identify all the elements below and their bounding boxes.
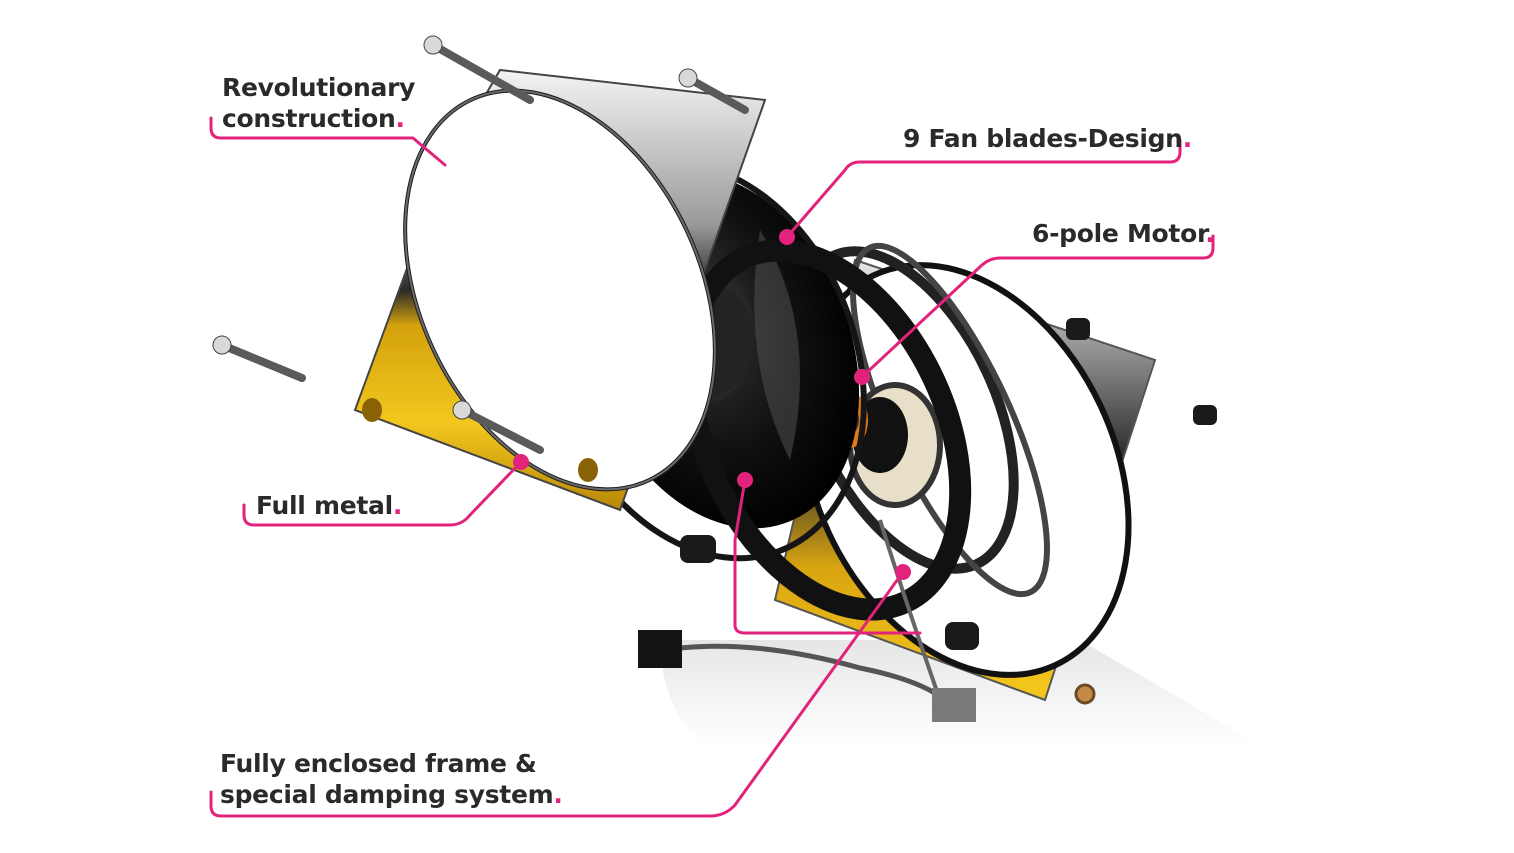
leader-revolutionary — [209, 116, 447, 167]
leader-fan-ring — [733, 478, 922, 635]
callout-revolutionary-construction: Revolutionary construction. — [222, 72, 415, 134]
damping-pads — [680, 318, 1217, 705]
callout-lines — [209, 116, 1215, 818]
callout-dots — [513, 229, 911, 580]
callout-motor-line: 6-pole Motor. — [1032, 219, 1215, 248]
callout-metal-line: Full metal. — [256, 491, 403, 520]
callout-frame-line-2: special damping system. — [220, 780, 563, 809]
callout-enclosed-frame: Fully enclosed frame & special damping s… — [220, 748, 563, 810]
callout-fan-blades: 9 Fan blades-Design. — [903, 123, 1192, 154]
fan-cable — [638, 519, 976, 722]
callout-frame-line-1: Fully enclosed frame & — [220, 749, 537, 778]
callout-revolutionary-line-2: construction. — [222, 104, 405, 133]
callout-blades-line: 9 Fan blades-Design. — [903, 124, 1192, 153]
callout-full-metal: Full metal. — [256, 490, 402, 521]
leader-frame — [209, 570, 905, 818]
screws — [212, 35, 749, 454]
callout-motor: 6-pole Motor. — [1032, 218, 1215, 249]
leader-metal — [242, 460, 523, 527]
callout-revolutionary-line-1: Revolutionary — [222, 73, 416, 102]
front-frame — [353, 68, 767, 512]
leader-motor — [860, 234, 1215, 379]
leader-blades — [785, 138, 1182, 239]
